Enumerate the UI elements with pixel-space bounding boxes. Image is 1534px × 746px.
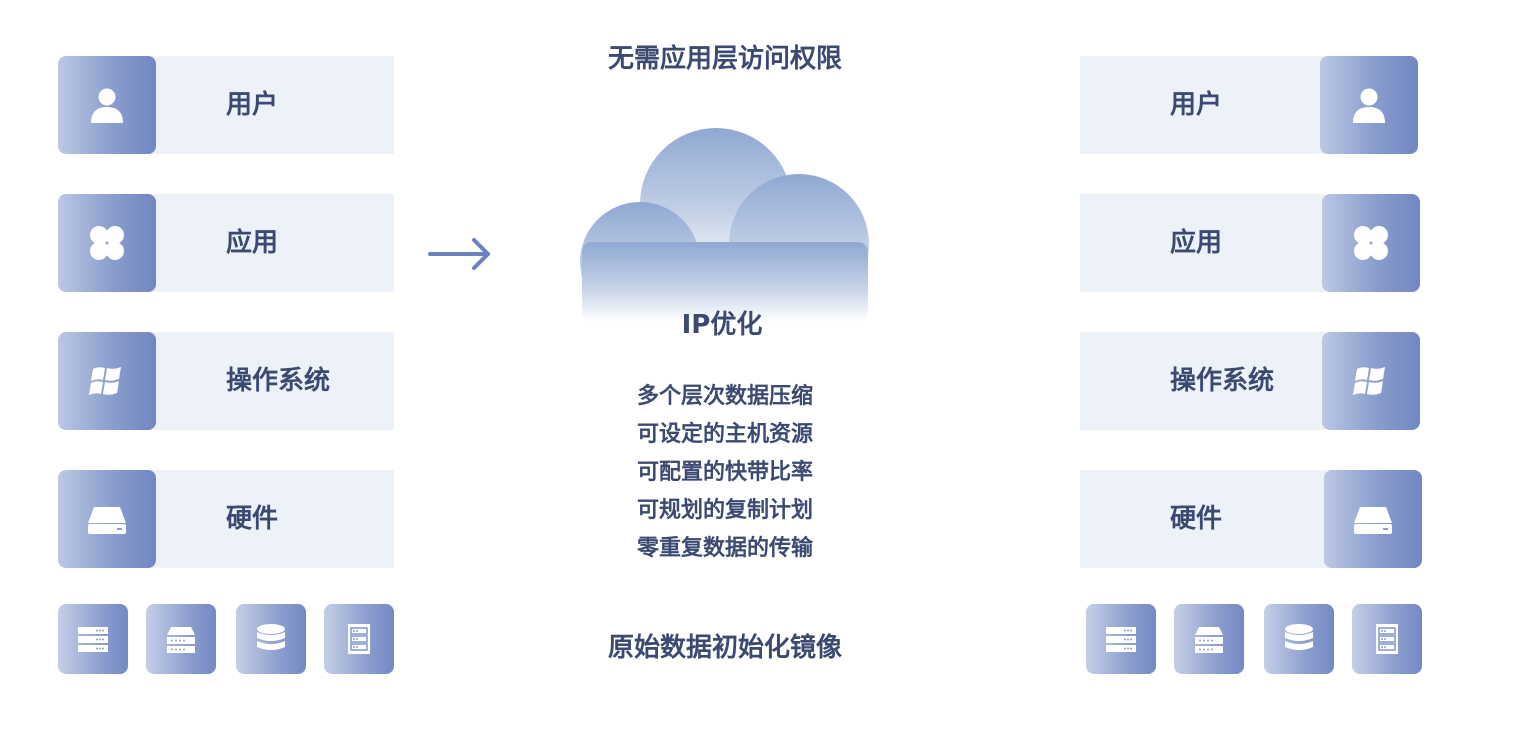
feature-item: 可配置的快带比率	[636, 460, 813, 485]
target-layer-app-label: 应用	[1170, 228, 1223, 258]
storage-cabinet-icon	[348, 624, 370, 654]
top-heading: 无需应用层访问权限	[607, 44, 842, 74]
app-clover-icon	[90, 226, 124, 260]
target-layer-os-panel	[1080, 332, 1326, 430]
nas-icon	[167, 627, 195, 653]
source-layer-user-label: 用户	[226, 90, 279, 120]
source-storage-tile-1	[58, 604, 128, 674]
source-layer-hardware-panel	[150, 470, 394, 568]
source-storage-tile-2	[146, 604, 216, 674]
target-layer-app-panel	[1080, 194, 1326, 292]
target-layer-hardware-label: 硬件	[1170, 504, 1223, 534]
feature-item: 可设定的主机资源	[636, 422, 813, 447]
target-storage-tile-3	[1264, 604, 1334, 674]
source-layer-app-label: 应用	[226, 228, 279, 258]
feature-item: 可规划的复制计划	[636, 498, 813, 523]
source-layer-hardware-label: 硬件	[226, 504, 279, 534]
app-clover-icon	[1354, 226, 1388, 260]
target-layer-hardware-tile	[1324, 470, 1422, 568]
target-layer-app-tile	[1322, 194, 1420, 292]
source-layer-app-panel	[150, 194, 394, 292]
bottom-heading: 原始数据初始化镜像	[607, 633, 842, 663]
source-storage-tile-3	[236, 604, 306, 674]
feature-list: 多个层次数据压缩 可设定的主机资源 可配置的快带比率 可规划的复制计划 零重复数…	[560, 378, 890, 568]
target-layer-user-panel	[1080, 56, 1326, 154]
target-layer-os-label: 操作系统	[1170, 366, 1275, 396]
windows-logo-icon	[89, 367, 121, 395]
source-layer-os-label: 操作系统	[226, 366, 331, 396]
source-layer-user-panel	[150, 56, 394, 154]
cloud-icon	[580, 128, 869, 322]
storage-cabinet-icon	[1376, 624, 1398, 654]
target-storage-tile-4	[1352, 604, 1422, 674]
feature-item: 多个层次数据压缩	[636, 384, 813, 409]
target-storage-tile-2	[1174, 604, 1244, 674]
source-layer-app-tile	[58, 194, 156, 292]
windows-logo-icon	[1353, 367, 1385, 395]
server-rack-icon	[78, 627, 108, 652]
target-storage-tile-1	[1086, 604, 1156, 674]
database-icon	[257, 624, 285, 650]
user-icon	[91, 88, 123, 123]
cloud-label: IP优化	[681, 310, 763, 340]
database-icon	[1285, 624, 1313, 650]
target-layer-user-label: 用户	[1170, 90, 1223, 120]
source-layer-hardware-tile	[58, 470, 156, 568]
source-layer-user-tile	[58, 56, 156, 154]
source-layer-os-tile	[58, 332, 156, 430]
target-layer-hardware-panel	[1080, 470, 1330, 568]
hard-drive-icon	[1354, 507, 1392, 534]
target-layer-user-tile	[1320, 56, 1418, 154]
target-layer-os-tile	[1322, 332, 1420, 430]
replication-arrow	[428, 238, 490, 270]
server-rack-icon	[1106, 627, 1136, 652]
hard-drive-icon	[88, 507, 126, 534]
feature-item: 零重复数据的传输	[636, 536, 813, 561]
user-icon	[1353, 88, 1385, 123]
source-storage-tile-4	[324, 604, 394, 674]
source-layer-os-panel	[150, 332, 394, 430]
nas-icon	[1195, 627, 1223, 653]
